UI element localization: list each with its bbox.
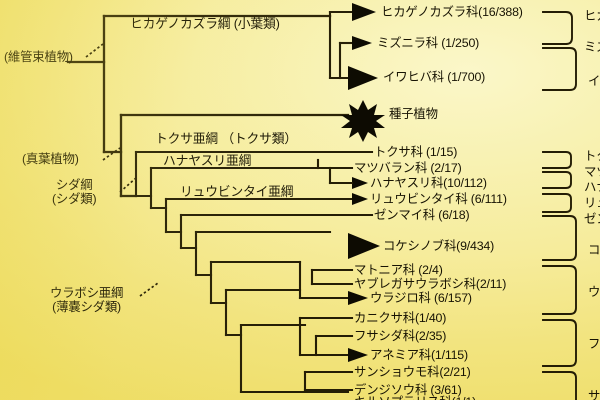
triangle-icon-lycopodiaceae	[352, 3, 376, 21]
right-label-polypodiidae-a: ウラ	[588, 285, 600, 299]
label-polypodiidae-line2: (薄嚢シダ類)	[52, 300, 121, 315]
label-lygodiaceae: カニクサ科(1/40)	[354, 311, 447, 325]
right-label-lycopodiaceae: ヒカ	[584, 9, 600, 23]
label-ophioglossaceae: ハナヤスリ科(10/112)	[370, 176, 487, 190]
triangle-icon-anemiaceae	[348, 348, 368, 362]
right-bracket-3	[542, 151, 572, 169]
label-isoetaceae: ミズニラ科 (1/250)	[377, 36, 480, 50]
right-label-osmundaceae: ゼン	[584, 212, 600, 226]
triangle-icon-hymenophyllaceae	[348, 233, 380, 259]
leader-polypodiidae	[139, 282, 159, 297]
label-polypodiidae-line1: ウラボシ亜綱	[50, 286, 124, 300]
label-euphyllophyta: (真葉植物)	[22, 152, 79, 166]
label-gleicheniaceae: ウラジロ科 (6/157)	[370, 291, 472, 305]
label-lycopodiaceae: ヒカゲノカズラ科(16/388)	[381, 5, 523, 19]
right-label-selaginellaceae: イワ	[588, 74, 600, 88]
right-label-psilotaceae: マツ	[584, 165, 600, 179]
label-salviniaceae: サンショウモ科(2/21)	[354, 365, 471, 379]
label-dipteridaceae: ヤブレガサウラボシ科(2/11)	[354, 277, 507, 291]
label-anemiaceae: アネミア科(1/115)	[370, 348, 468, 362]
label-ophioglossidae: ハナヤスリ亜綱	[163, 153, 252, 168]
label-schizaeaceae: フサシダ科(2/35)	[354, 329, 447, 343]
label-polypodiidae: ウラボシ亜綱 (薄嚢シダ類)	[50, 286, 123, 315]
label-thyrsopteridaceae: キルソプテリス科(1/1)	[354, 396, 476, 400]
label-psilotaceae: マツバラン科 (2/17)	[354, 161, 462, 175]
label-polypodiopsida-line2: (シダ類)	[52, 192, 97, 207]
label-lycopodiopsida: ヒカゲノカズラ綱 (小葉類)	[130, 16, 280, 31]
right-label-polypodiidae-c: サン	[588, 389, 600, 400]
right-label-polypodiidae-b: フサ	[588, 337, 600, 351]
triangle-icon-gleicheniaceae	[348, 291, 368, 305]
label-marsileaceae: デンジソウ科 (3/61)	[354, 383, 462, 397]
right-label-equisetaceae: トク	[584, 149, 600, 163]
right-label-isoetaceae: ミズ	[584, 40, 600, 54]
right-bracket-9	[542, 371, 577, 400]
right-bracket-7	[542, 265, 577, 315]
triangle-icon-ophioglossaceae	[352, 177, 368, 189]
label-equisetaceae: トクサ科 (1/15)	[374, 145, 458, 159]
label-polypodiopsida: シダ綱 (シダ類)	[52, 178, 97, 207]
right-label-hymenophyllaceae: コケ	[588, 243, 600, 257]
label-polypodiopsida-line1: シダ綱	[55, 178, 93, 192]
label-spermatophyta: 種子植物	[389, 107, 438, 121]
right-label-ophioglossaceae: ハナ	[584, 180, 600, 194]
label-selaginellaceae: イワヒバ科 (1/700)	[383, 70, 486, 84]
triangle-icon-selaginellaceae	[348, 66, 378, 90]
right-bracket-column	[542, 11, 577, 400]
label-matoniaceae: マトニア科 (2/4)	[354, 263, 443, 277]
right-bracket-4	[542, 171, 572, 189]
leader-euphyllophyta	[102, 147, 121, 161]
right-bracket-6	[542, 215, 577, 261]
label-marattiaceae: リュウビンタイ科 (6/111)	[370, 192, 507, 206]
label-tracheophyta: (維管束植物)	[4, 50, 73, 64]
right-bracket-5	[542, 193, 572, 213]
label-equisetidae: トクサ亜綱 （トクサ類）	[155, 131, 297, 146]
label-hymenophyllaceae: コケシノブ科(9/434)	[383, 239, 495, 253]
right-label-marattiaceae: リュ	[584, 196, 600, 210]
right-bracket-2	[542, 47, 577, 91]
burst-icon-spermatophyta	[341, 100, 385, 142]
right-bracket-8	[542, 319, 577, 367]
label-osmundaceae: ゼンマイ科 (6/18)	[374, 208, 470, 222]
right-bracket-1	[542, 11, 573, 45]
leader-tracheophyta	[85, 43, 104, 58]
triangle-icon-marattiaceae	[352, 193, 368, 205]
triangle-icon-isoetaceae	[352, 36, 372, 50]
label-marattiidae: リュウビンタイ亜綱	[180, 184, 294, 199]
leader-polypodiopsida	[119, 177, 137, 193]
